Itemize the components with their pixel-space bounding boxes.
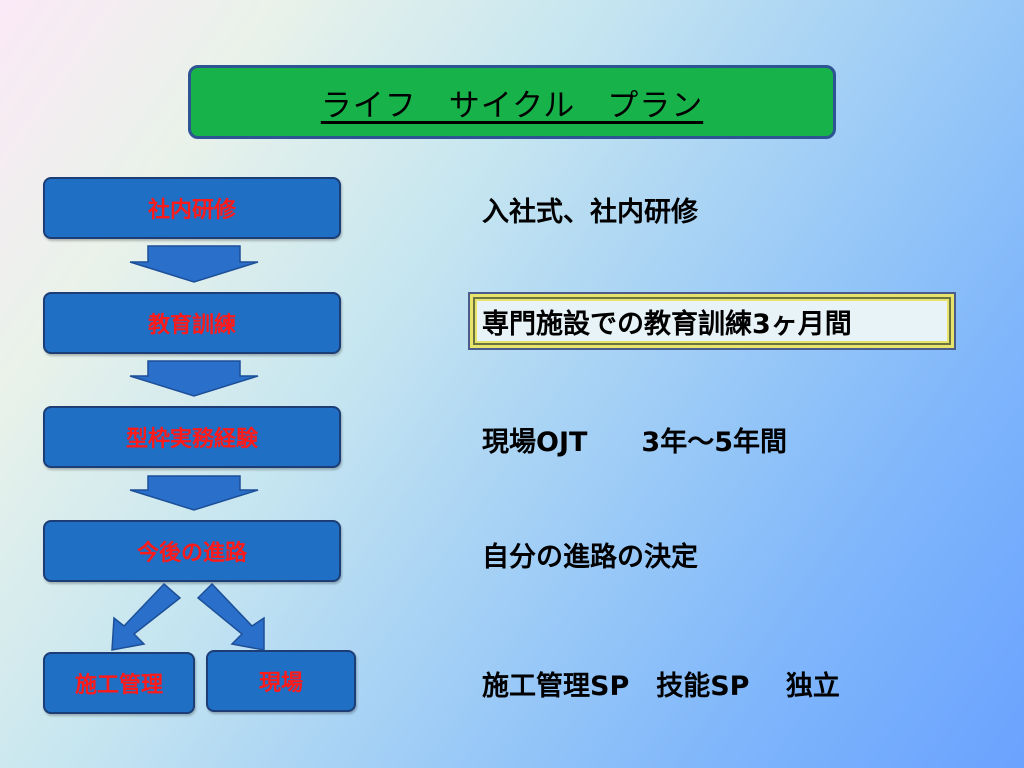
step-box-experience: 型枠実務経験 — [43, 406, 341, 468]
branch-label: 現場 — [258, 671, 303, 696]
step-label: 今後の進路 — [136, 541, 247, 566]
title-box: ライフ サイクル プラン — [188, 65, 836, 139]
description-experience: 現場OJT 3年～5年間 — [482, 427, 787, 458]
branch-box-construction-management: 施工管理 — [43, 652, 195, 714]
down-arrow — [129, 360, 259, 397]
description-education: 専門施設での教育訓練3ヶ月間 — [482, 308, 852, 340]
highlighted-description: 専門施設での教育訓練3ヶ月間 — [468, 292, 956, 350]
step-label: 社内研修 — [147, 198, 236, 223]
branch-box-site: 現場 — [206, 650, 356, 712]
slide-title: ライフ サイクル プラン — [320, 87, 704, 124]
diagonal-arrow-right — [196, 582, 265, 651]
description-career-options: 施工管理SP 技能SP 独立 — [482, 671, 840, 702]
step-box-future-path: 今後の進路 — [43, 520, 341, 582]
branch-label: 施工管理 — [74, 673, 163, 698]
step-label: 型枠実務経験 — [125, 427, 258, 452]
down-arrow — [129, 475, 259, 511]
step-box-training: 社内研修 — [43, 177, 341, 239]
description-training: 入社式、社内研修 — [482, 197, 698, 228]
step-box-education: 教育訓練 — [43, 292, 341, 354]
description-future-path: 自分の進路の決定 — [482, 542, 698, 573]
step-label: 教育訓練 — [147, 313, 236, 338]
down-arrow — [129, 245, 259, 283]
diagonal-arrow-left — [111, 582, 182, 651]
